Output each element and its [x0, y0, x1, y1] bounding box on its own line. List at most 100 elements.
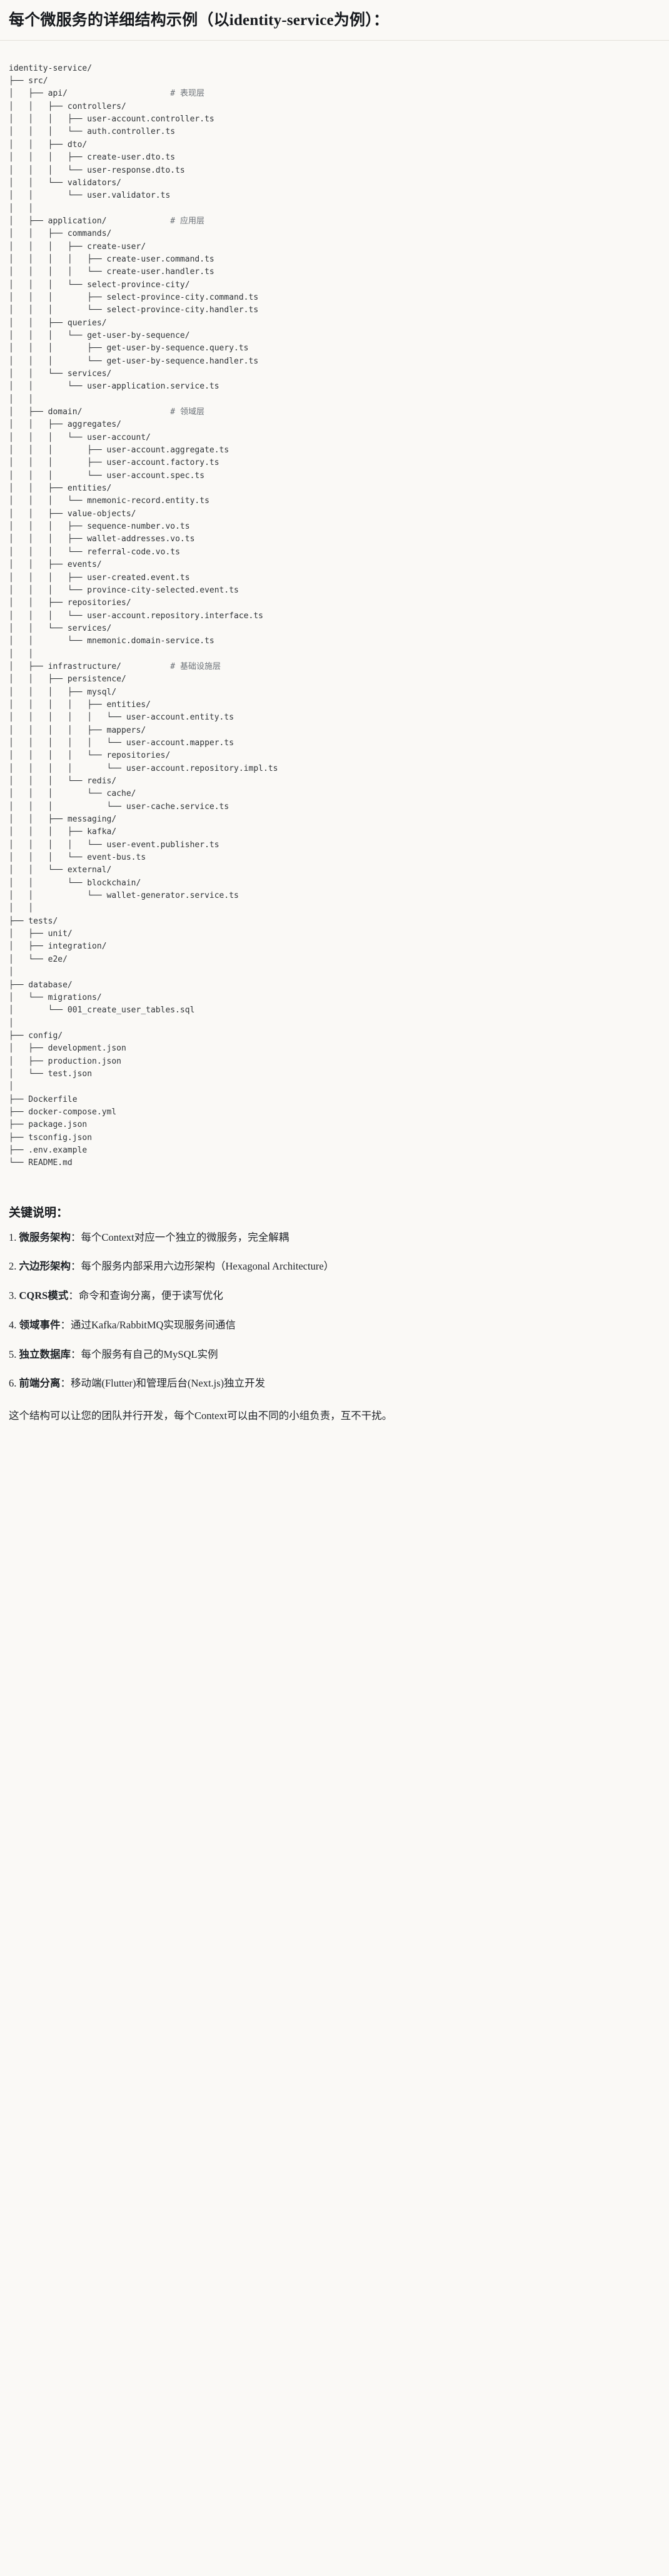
tree-line: │ │ │ └── auth.controller.ts	[9, 126, 660, 138]
tree-line: │ │ │ └── select-province-city/	[9, 279, 660, 292]
tree-line-path: │ │ │ │ └── create-user.handler.ts	[9, 267, 214, 277]
key-point-number: 6.	[9, 1377, 19, 1390]
tree-line: │ │ │ └── mnemonic-record.entity.ts	[9, 495, 660, 507]
tree-line: │ │ │ │ │ └── user-account.mapper.ts	[9, 737, 660, 750]
tree-line-path: ├── config/	[9, 1031, 63, 1041]
tree-line-path: │ ├── infrastructure/	[9, 661, 122, 671]
tree-line: │ │ │ │ ├── create-user.command.ts	[9, 253, 660, 266]
page-title: 每个微服务的详细结构示例（以identity-service为例）：	[9, 12, 390, 29]
tree-line-path: ├── database/	[9, 980, 73, 990]
tree-line-path: │ │ │ └── event-bus.ts	[9, 853, 146, 863]
key-point-separator: ：	[60, 1377, 71, 1390]
tree-line-path: │ │ │ ├── user-account.aggregate.ts	[9, 445, 229, 456]
tree-line-path: │ │ ├── commands/	[9, 229, 112, 239]
tree-line-comment: # 表现层	[170, 89, 204, 99]
key-point-description: 每个Context对应一个独立的微服务，完全解耦	[81, 1231, 289, 1243]
tree-line-path: │ │ │ ├── create-user/	[9, 242, 146, 252]
tree-line: │ │ ├── persistence/	[9, 673, 660, 686]
tree-line-path: │ │ ├── queries/	[9, 318, 107, 328]
tree-line: │ │	[9, 902, 660, 915]
page-root: 每个微服务的详细结构示例（以identity-service为例）： ident…	[0, 12, 669, 1422]
tree-line: │	[9, 1017, 660, 1030]
tree-line-path: │	[9, 967, 14, 977]
tree-line-comment: # 领域层	[170, 407, 204, 417]
tree-line: │ ├── production.json	[9, 1056, 660, 1068]
tree-line-path: │ │	[9, 649, 34, 659]
tree-line: │ │ │ └── event-bus.ts	[9, 852, 660, 864]
tree-line-comment: # 基础设施层	[170, 661, 221, 671]
tree-line-path: │ │ │ └── select-province-city/	[9, 280, 190, 290]
tree-line: │ │	[9, 648, 660, 661]
tree-line: │ │ └── mnemonic.domain-service.ts	[9, 635, 660, 648]
tree-line: │ │ │ └── cache/	[9, 788, 660, 800]
tree-line-path: │ ├── production.json	[9, 1056, 122, 1066]
key-point-item: 5. 独立数据库：每个服务有自己的MySQL实例	[9, 1347, 660, 1363]
tree-line: identity-service/	[9, 63, 660, 75]
tree-line: │ ├── infrastructure/ # 基础设施层	[9, 661, 660, 673]
tree-line-path: │	[9, 1082, 14, 1092]
tree-line: │ │ │ └── user-cache.service.ts	[9, 801, 660, 813]
key-point-number: 5.	[9, 1348, 19, 1360]
tree-line-path: │ └── migrations/	[9, 992, 102, 1002]
tree-line-path: │ │ │ └── user-account/	[9, 432, 151, 442]
tree-line-path: │ │ │ ├── kafka/	[9, 827, 117, 837]
tree-line: │ │ └── services/	[9, 623, 660, 635]
tree-line: │	[9, 1081, 660, 1093]
tree-line-path: │ │ ├── entities/	[9, 484, 112, 494]
key-point-description: 移动端(Flutter)和管理后台(Next.js)独立开发	[71, 1377, 266, 1390]
tree-line: │ ├── development.json	[9, 1042, 660, 1055]
tree-line-path: ├── package.json	[9, 1120, 88, 1130]
tree-line: │ │ │ └── redis/	[9, 775, 660, 788]
key-point-item: 1. 微服务架构：每个Context对应一个独立的微服务，完全解耦	[9, 1230, 660, 1246]
tree-line-path: identity-service/	[9, 63, 93, 73]
tree-line: ├── docker-compose.yml	[9, 1106, 660, 1119]
tree-line: │ │ │ └── get-user-by-sequence.handler.t…	[9, 355, 660, 368]
tree-line: │ ├── integration/	[9, 940, 660, 953]
tree-line-path: │ │	[9, 904, 34, 914]
tree-line-path: │ ├── integration/	[9, 942, 107, 952]
tree-line-path: │ ├── api/	[9, 89, 68, 99]
tree-line: │ │ └── external/	[9, 864, 660, 877]
key-point-description: 通过Kafka/RabbitMQ实现服务间通信	[71, 1318, 236, 1331]
tree-line-path: ├── .env.example	[9, 1145, 88, 1155]
tree-line-comment: # 应用层	[170, 216, 204, 226]
tree-line-path: │ │ │ └── mnemonic-record.entity.ts	[9, 496, 209, 506]
key-point-number: 3.	[9, 1290, 19, 1302]
tree-line-path: │ │ │ ├── get-user-by-sequence.query.ts	[9, 344, 249, 354]
tree-line-path: │ │ ├── aggregates/	[9, 420, 122, 430]
tree-line-path: │ │ │ ├── select-province-city.command.t…	[9, 292, 259, 302]
tree-line: │ │ │ ├── sequence-number.vo.ts	[9, 521, 660, 533]
key-point-description: 每个服务内部采用六边形架构（Hexagonal Architecture）	[81, 1260, 334, 1273]
tree-line: ├── .env.example	[9, 1144, 660, 1157]
tree-line-path: │ │ └── blockchain/	[9, 878, 141, 888]
tree-line-path: │ │ └── wallet-generator.service.ts	[9, 891, 239, 901]
tree-line: │ │ ├── repositories/	[9, 597, 660, 609]
key-point-separator: ：	[71, 1231, 81, 1243]
tree-line-path: │ │ └── services/	[9, 369, 112, 379]
tree-line: │ │	[9, 394, 660, 406]
tree-line: │ │ └── services/	[9, 368, 660, 380]
directory-tree-block: identity-service/ ├── src/ │ ├── api/ # …	[0, 48, 669, 1175]
tree-line: │ │ │ └── get-user-by-sequence/	[9, 330, 660, 342]
tree-line-path: │ │ └── mnemonic.domain-service.ts	[9, 636, 214, 646]
tree-line: │ │ │ ├── user-account.factory.ts	[9, 457, 660, 469]
key-point-term: 领域事件	[19, 1318, 61, 1331]
tree-line: │ │ ├── value-objects/	[9, 508, 660, 521]
tree-line: │ ├── application/ # 应用层	[9, 215, 660, 228]
tree-line-path: │ ├── development.json	[9, 1044, 126, 1054]
tree-line-path: │ │ ├── persistence/	[9, 675, 126, 685]
tree-line-path: │ │ ├── messaging/	[9, 815, 117, 825]
key-point-term: 六边形架构	[19, 1260, 71, 1273]
tree-line-path: │ │ ├── dto/	[9, 140, 88, 150]
tree-line: │ │ │ └── user-response.dto.ts	[9, 165, 660, 177]
tree-line-path: │ │	[9, 394, 34, 404]
tree-line-path: │ │ │ └── user-cache.service.ts	[9, 802, 229, 812]
key-points-heading: 关键说明：	[9, 1206, 69, 1219]
tree-line: │ │ └── blockchain/	[9, 877, 660, 890]
tree-line: │ │ │ │ └── create-user.handler.ts	[9, 266, 660, 278]
tree-comment-pad	[82, 407, 170, 417]
tree-line: │ │ └── wallet-generator.service.ts	[9, 890, 660, 902]
key-point-item: 3. CQRS模式：命令和查询分离，便于读写优化	[9, 1288, 660, 1304]
tree-line-path: │ │ │ └── get-user-by-sequence.handler.t…	[9, 356, 259, 366]
